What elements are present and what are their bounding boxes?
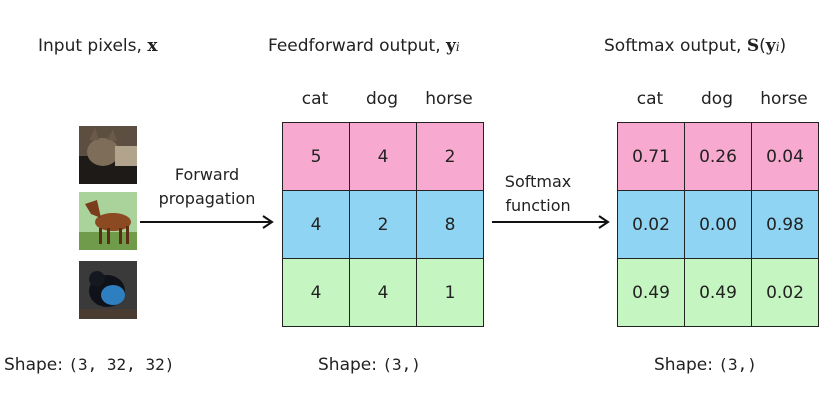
sm-col-horse: horse	[760, 89, 808, 109]
feedforward-title-sub: i	[455, 40, 460, 54]
sm-row-0: 0.71 0.26 0.04	[617, 122, 819, 191]
sm-cell: 0.49	[684, 258, 752, 327]
forward-label-line2: propagation	[158, 189, 256, 208]
softmax-title-arg: y	[765, 36, 776, 56]
ff-cell: 5	[282, 122, 350, 191]
forward-label: Forward propagation	[145, 163, 269, 211]
sm-cell: 0.04	[751, 122, 819, 191]
softmax-title-text: Softmax output,	[604, 36, 747, 56]
sm-cell: 0.49	[617, 258, 685, 327]
sm-cell: 0.02	[751, 258, 819, 327]
forward-label-line1: Forward	[174, 165, 240, 184]
ff-cell: 4	[282, 190, 350, 259]
ff-cell: 4	[349, 258, 417, 327]
sm-cell: 0.98	[751, 190, 819, 259]
input-shape-label: Shape:	[4, 355, 69, 375]
input-shape: Shape: (3, 32, 32)	[4, 355, 174, 375]
sm-row-2: 0.49 0.49 0.02	[617, 258, 819, 327]
softmax-shape: Shape: (3,)	[654, 355, 757, 375]
ff-cell: 1	[416, 258, 484, 327]
sm-col-cat: cat	[636, 89, 664, 109]
cat-image	[79, 126, 137, 184]
input-shape-value: (3, 32, 32)	[68, 355, 175, 374]
feedforward-table: 5 4 2 4 2 8 4 4 1	[282, 122, 484, 327]
ff-cell: 4	[282, 258, 350, 327]
ff-row-1: 4 2 8	[282, 190, 484, 259]
sm-cell: 0.26	[684, 122, 752, 191]
dog-image-svg	[79, 261, 137, 319]
softmax-label: Softmax function	[488, 170, 588, 218]
feedforward-shape-label: Shape:	[318, 355, 383, 375]
sm-col-dog: dog	[701, 89, 733, 109]
horse-image	[79, 192, 137, 250]
sm-row-1: 0.02 0.00 0.98	[617, 190, 819, 259]
feedforward-title: Feedforward output, yi	[268, 36, 460, 56]
softmax-label-line1: Softmax	[504, 172, 572, 191]
cat-image-svg	[79, 126, 137, 184]
feedforward-title-symbol: y	[446, 36, 456, 56]
ff-row-0: 5 4 2	[282, 122, 484, 191]
ff-cell: 2	[349, 190, 417, 259]
horse-image-svg	[79, 192, 137, 250]
ff-col-cat: cat	[301, 89, 329, 109]
softmax-table: 0.71 0.26 0.04 0.02 0.00 0.98 0.49 0.49 …	[617, 122, 819, 327]
feedforward-shape-value: (3,)	[382, 355, 421, 374]
sm-cell: 0.71	[617, 122, 685, 191]
feedforward-shape: Shape: (3,)	[318, 355, 421, 375]
forward-arrow	[140, 215, 274, 229]
softmax-shape-value: (3,)	[718, 355, 757, 374]
ff-cell: 2	[416, 122, 484, 191]
softmax-title: Softmax output, S(yi)	[604, 36, 787, 56]
input-title: Input pixels, x	[38, 36, 157, 56]
input-title-text: Input pixels,	[38, 36, 148, 56]
ff-row-2: 4 4 1	[282, 258, 484, 327]
softmax-title-symbol: S	[746, 36, 760, 56]
sm-cell: 0.00	[684, 190, 752, 259]
softmax-shape-label: Shape:	[654, 355, 719, 375]
dog-image	[79, 261, 137, 319]
softmax-title-sub: i	[775, 40, 780, 54]
feedforward-title-text: Feedforward output,	[268, 36, 447, 56]
sm-cell: 0.02	[617, 190, 685, 259]
ff-cell: 4	[349, 122, 417, 191]
ff-col-dog: dog	[366, 89, 398, 109]
input-title-symbol: x	[147, 36, 158, 56]
ff-col-horse: horse	[425, 89, 473, 109]
softmax-label-line2: function	[505, 196, 571, 215]
softmax-arrow	[492, 215, 610, 229]
ff-cell: 8	[416, 190, 484, 259]
